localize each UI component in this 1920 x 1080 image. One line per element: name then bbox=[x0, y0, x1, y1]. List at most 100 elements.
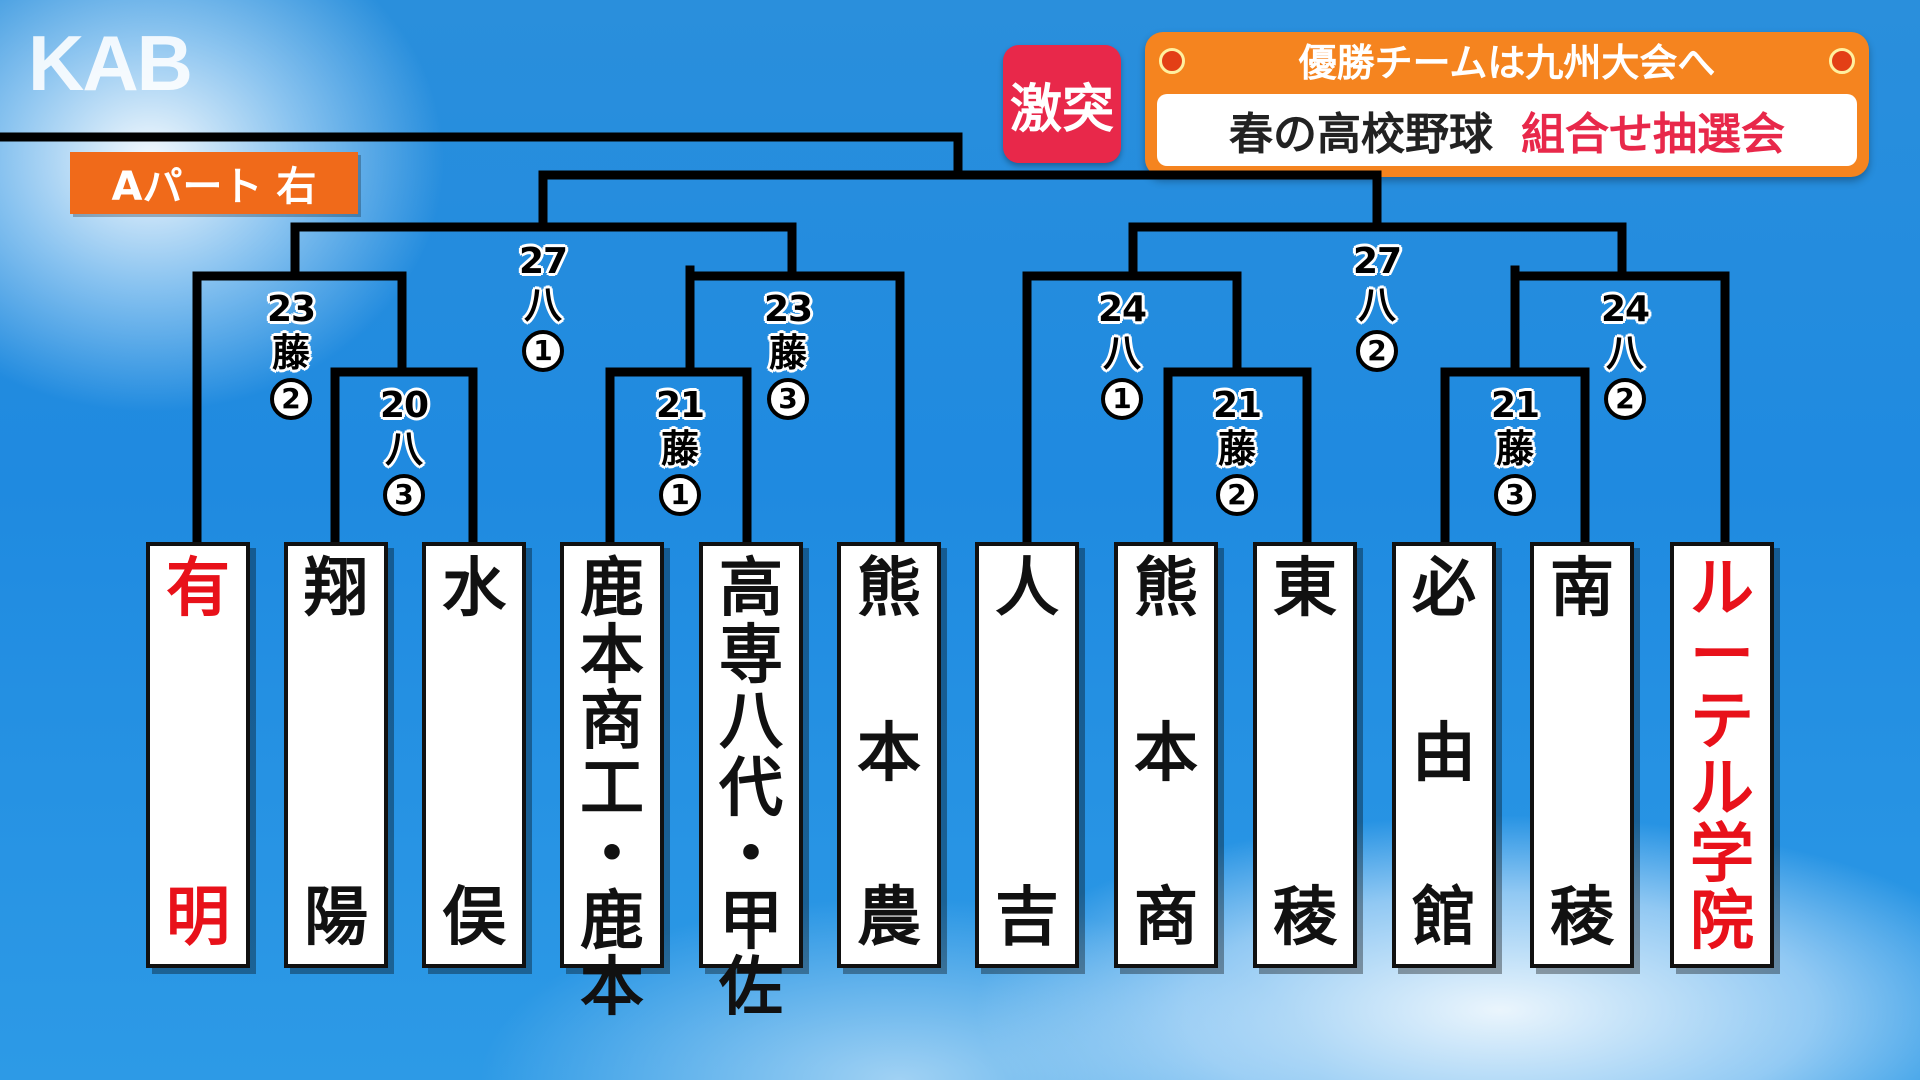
team-char: 鹿 bbox=[580, 552, 644, 626]
title-top: 優勝チームは九州大会へ bbox=[1298, 41, 1716, 85]
bracket-line-center bbox=[538, 170, 1382, 227]
match-order: 2 bbox=[1604, 378, 1646, 420]
team-char: 翔 bbox=[304, 552, 368, 626]
team-slot: 高専八代・甲佐 bbox=[699, 542, 803, 1021]
team-char: 代 bbox=[719, 751, 783, 826]
title-accent: 組合せ抽選会 bbox=[1521, 109, 1785, 160]
match-date: 27 bbox=[518, 241, 568, 282]
match-order: 2 bbox=[270, 378, 312, 420]
team-char: 熊 bbox=[857, 552, 921, 626]
match-order: 2 bbox=[1356, 330, 1398, 372]
team-char: 院 bbox=[1690, 884, 1754, 959]
team-char: 工 bbox=[580, 751, 644, 826]
match-venue: 八 bbox=[1357, 283, 1396, 327]
match-order: 1 bbox=[1101, 378, 1143, 420]
title-bottom: 春の高校野球 組合せ抽選会 bbox=[1157, 94, 1857, 166]
match-venue: 藤 bbox=[768, 331, 807, 375]
team-char: ー bbox=[1690, 618, 1754, 693]
bracket-line-l4 bbox=[605, 367, 752, 547]
match-date: 24 bbox=[1097, 289, 1147, 330]
team-char: テ bbox=[1690, 685, 1754, 760]
team-char: 稜 bbox=[1273, 881, 1337, 956]
team-char: 本 bbox=[580, 951, 644, 1026]
match-date: 27 bbox=[1352, 241, 1402, 282]
match-order: 3 bbox=[383, 474, 425, 516]
match-venue: 八 bbox=[1605, 331, 1644, 375]
team-char: 高 bbox=[719, 552, 783, 626]
team-char: 商 bbox=[580, 685, 644, 760]
team-char: 由 bbox=[1412, 716, 1476, 791]
team-slot: 鹿本商工・鹿本 bbox=[560, 542, 664, 1021]
team-char: 商 bbox=[1134, 881, 1198, 956]
team-char: ル bbox=[1690, 751, 1754, 826]
team-char: 専 bbox=[719, 618, 783, 693]
team-char: 館 bbox=[1412, 881, 1476, 956]
team-char: 甲 bbox=[719, 884, 783, 959]
team-char: 東 bbox=[1273, 552, 1337, 626]
kab-logo: KAB bbox=[28, 19, 193, 107]
match-order: 3 bbox=[1494, 474, 1536, 516]
team-slot: 必由館 bbox=[1392, 542, 1496, 968]
team-char: ・ bbox=[580, 818, 644, 893]
title-banner: 優勝チームは九州大会へ 春の高校野球 組合せ抽選会 bbox=[1145, 32, 1869, 177]
match-venue: 藤 bbox=[1495, 427, 1534, 471]
part-label: Aパート 右 bbox=[70, 152, 358, 214]
team-char: 学 bbox=[1690, 818, 1754, 893]
team-char: 水 bbox=[442, 552, 506, 626]
badge: 激突 bbox=[1003, 45, 1121, 163]
bracket-line-r1 bbox=[1022, 271, 1242, 547]
team-char: 本 bbox=[580, 618, 644, 693]
match-venue: 八 bbox=[523, 283, 562, 327]
team-char: 人 bbox=[995, 552, 1059, 626]
bracket-line-r2 bbox=[1163, 367, 1312, 547]
team-char: ・ bbox=[719, 818, 783, 893]
match-date: 24 bbox=[1600, 289, 1650, 330]
team-char: 南 bbox=[1550, 552, 1614, 626]
left-dot-icon bbox=[1159, 48, 1185, 74]
match-venue: 藤 bbox=[1217, 427, 1256, 471]
team-slot: 翔陽 bbox=[284, 542, 388, 968]
title-main: 春の高校野球 bbox=[1229, 109, 1493, 160]
match-order: 1 bbox=[522, 330, 564, 372]
match-venue: 八 bbox=[384, 427, 423, 471]
bracket-line-l1 bbox=[192, 271, 407, 547]
team-char: 俣 bbox=[442, 881, 506, 956]
team-slot: 熊本農 bbox=[837, 542, 941, 968]
team-char: 本 bbox=[1134, 716, 1198, 791]
team-char: 有 bbox=[166, 552, 230, 626]
match-date: 20 bbox=[379, 385, 429, 426]
right-dot-icon bbox=[1829, 48, 1855, 74]
match-date: 23 bbox=[266, 289, 316, 330]
team-slot: 東稜 bbox=[1253, 542, 1357, 968]
match-date: 21 bbox=[1212, 385, 1262, 426]
bracket-line-top bbox=[0, 132, 963, 177]
team-char: 八 bbox=[719, 685, 783, 760]
match-date: 23 bbox=[763, 289, 813, 330]
team-char: ル bbox=[1690, 552, 1754, 626]
team-char: 必 bbox=[1412, 552, 1476, 626]
match-date: 21 bbox=[1490, 385, 1540, 426]
bracket-line-left-block bbox=[290, 222, 797, 275]
match-order: 1 bbox=[659, 474, 701, 516]
match-order: 2 bbox=[1216, 474, 1258, 516]
match-venue: 藤 bbox=[660, 427, 699, 471]
team-char: 熊 bbox=[1134, 552, 1198, 626]
team-slot: 人吉 bbox=[975, 542, 1079, 968]
team-slot: 熊本商 bbox=[1114, 542, 1218, 968]
match-venue: 八 bbox=[1102, 331, 1141, 375]
team-slot: 南稜 bbox=[1530, 542, 1634, 968]
team-char: 佐 bbox=[719, 951, 783, 1026]
match-order: 3 bbox=[767, 378, 809, 420]
team-slot: 有明 bbox=[146, 542, 250, 968]
team-char: 農 bbox=[857, 881, 921, 956]
